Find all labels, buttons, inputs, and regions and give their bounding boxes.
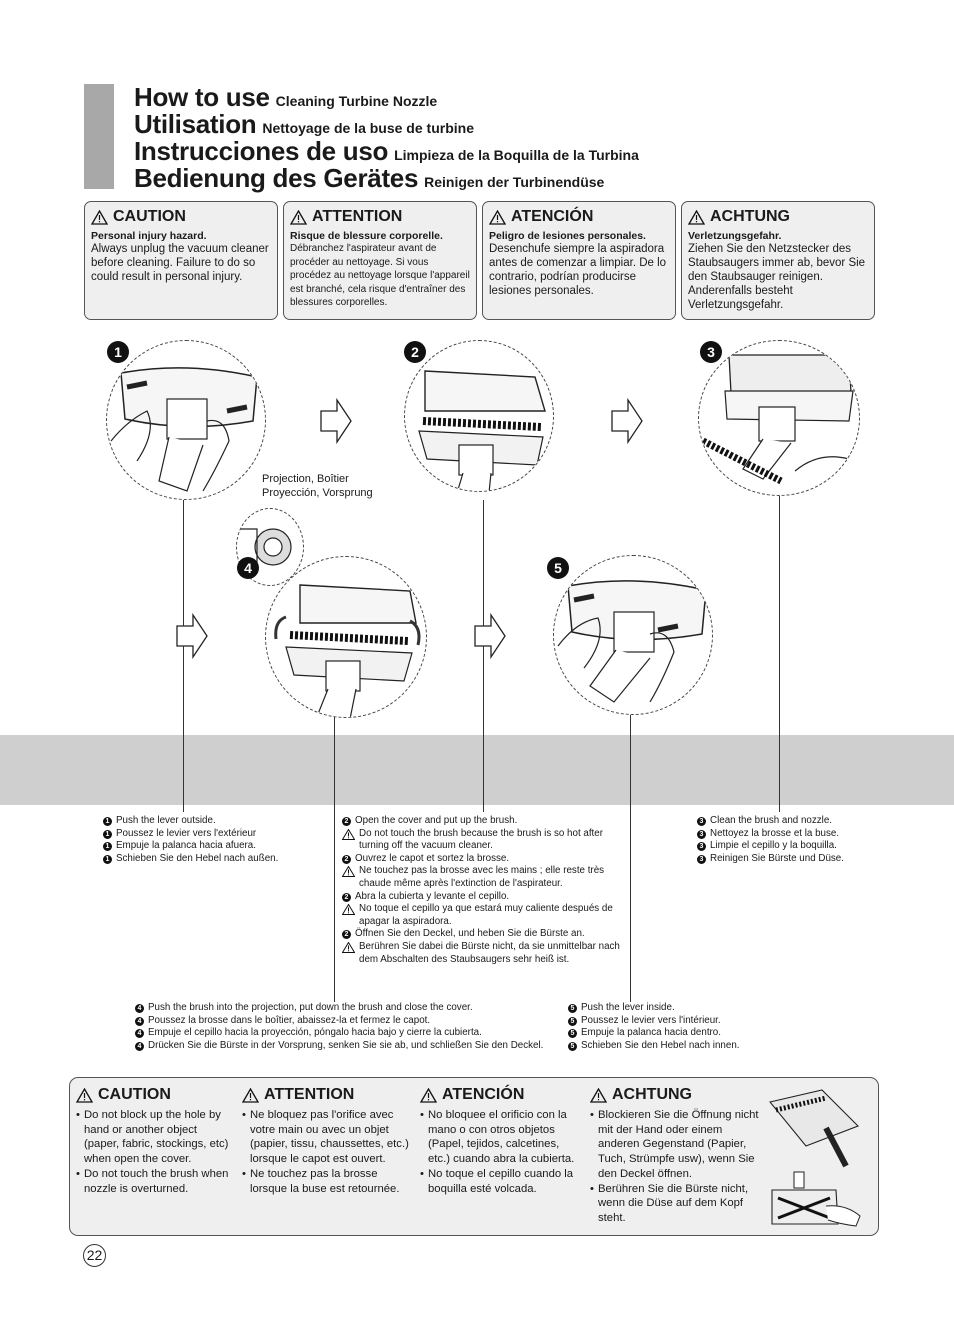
step4-illustration [265,556,427,718]
nozzle-lever-in-illustration [557,580,707,703]
warning-triangle-icon [688,209,705,225]
arrow-right-icon [176,613,208,659]
step5-illustration [553,555,713,715]
connector-line-step3 [779,495,780,812]
overturned-nozzle-illustration [769,1089,861,1227]
warning-triangle-icon [76,1087,93,1103]
projection-label: Projection, Boîtier Proyección, Vorsprun… [262,473,373,499]
warning-triangle-icon [91,209,108,225]
arrow-right-icon [320,398,352,444]
nozzle-cleaning-illustration [701,354,854,485]
projection-detail [237,528,292,570]
connector-line-step1 [183,500,184,812]
connector-line-step5 [630,690,631,1002]
warning-triangle-icon [590,1087,607,1103]
connector-line-step4 [334,712,335,1002]
bottom-caution-de: ACHTUNG Blockieren Sie die Öffnung nicht… [590,1084,762,1226]
warning-triangle-icon [489,209,506,225]
page-number: 22 [83,1244,106,1267]
bottom-caution-fr: ATTENTION Ne bloquez pas l'orifice avec … [242,1084,410,1196]
step2-illustration [404,340,554,492]
warning-box-fr: ATTENTION Risque de blessure corporelle.… [283,201,477,320]
nozzle-brush-insert-illustration [274,584,421,717]
arrow-right-icon [474,613,506,659]
connector-line-step2 [483,500,484,812]
warning-triangle-icon [342,828,355,840]
arrow-right-icon [611,398,643,444]
step1-illustration [106,340,266,500]
step-number-4: 4 [237,557,259,579]
bottom-caution-es: ATENCIÓN No bloquee el orificio con la m… [420,1084,582,1196]
step-number-1: 1 [107,341,129,363]
warning-triangle-icon [342,941,355,953]
header-grey-bar [84,84,114,189]
warning-triangle-icon [342,866,355,878]
nozzle-illustration [110,367,258,492]
warning-triangle-icon [290,209,307,225]
warning-triangle-icon [342,904,355,916]
step-number-3: 3 [700,341,722,363]
bottom-caution-en: CAUTION Do not block up the hole by hand… [76,1084,234,1196]
warning-triangle-icon [420,1087,437,1103]
warning-box-en: CAUTION Personal injury hazard. Always u… [84,201,278,320]
grey-band [0,735,954,805]
warning-box-es: ATENCIÓN Peligro de lesiones personales.… [482,201,676,320]
projection-detail-illustration [236,508,304,586]
warning-triangle-icon [242,1087,259,1103]
warning-box-de: ACHTUNG Verletzungsgefahr. Ziehen Sie de… [681,201,875,320]
step3-illustration [698,340,860,496]
step-number-5: 5 [547,557,569,579]
step-number-2: 2 [404,341,426,363]
nozzle-open-illustration [418,370,546,491]
bottom-caution-box: CAUTION Do not block up the hole by hand… [69,1077,879,1236]
